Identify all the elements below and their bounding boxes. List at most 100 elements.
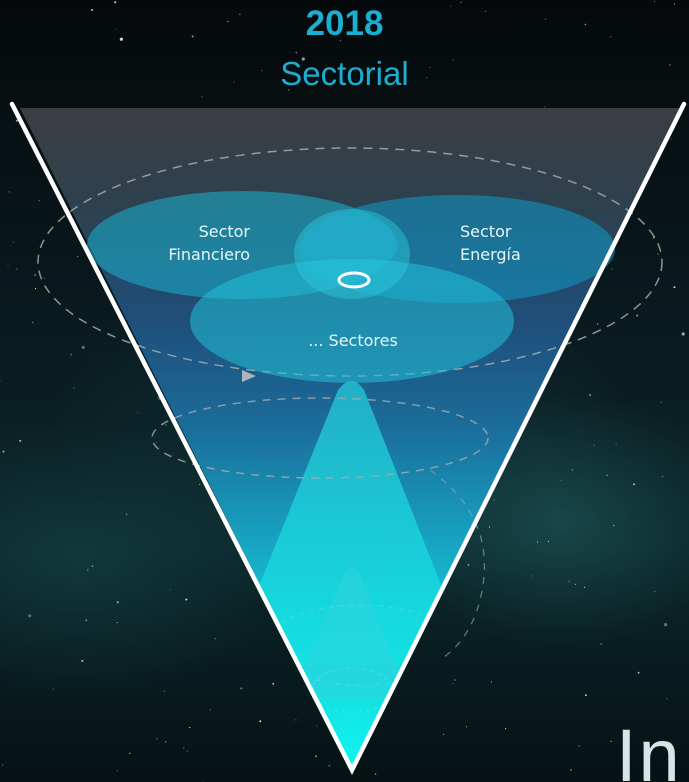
star-dot (488, 526, 491, 528)
star-dot (191, 35, 194, 38)
star-dot (240, 687, 243, 690)
star-dot (201, 96, 203, 98)
star-dot (381, 18, 383, 20)
star-dot (163, 690, 165, 693)
funnel-outline (9, 101, 687, 775)
star-dot (578, 745, 580, 747)
star-dot (116, 601, 119, 604)
star-dot (227, 20, 229, 23)
star-dot (70, 353, 73, 356)
star-dot (570, 768, 572, 771)
label-sector-financiero-1: Sector (199, 222, 251, 241)
star-dot (375, 773, 377, 775)
star-dot (597, 323, 599, 325)
star-dot (295, 719, 297, 721)
star-dot (454, 679, 456, 681)
star-dot (584, 694, 587, 697)
star-dot (19, 439, 22, 442)
star-dot (600, 643, 602, 645)
star-dot (169, 589, 171, 591)
star-dot (73, 387, 75, 389)
star-dot (1, 764, 4, 766)
inner-triangle-small (290, 567, 410, 700)
star-dot (593, 444, 595, 446)
star-dot (662, 475, 664, 477)
star-dot (547, 540, 550, 543)
star-dot (288, 89, 290, 91)
star-dot (116, 770, 118, 772)
star-dot (28, 614, 32, 618)
star-dot (189, 726, 191, 729)
star-dot (583, 586, 586, 588)
year-heading: 2018 (305, 4, 384, 43)
star-dot (574, 583, 577, 585)
star-dot (129, 752, 131, 755)
star-dot (214, 638, 216, 640)
star-dot (35, 288, 37, 290)
star-dot (155, 441, 157, 443)
star-dot (295, 51, 297, 54)
star-dot (653, 0, 656, 2)
star-dot (43, 277, 45, 279)
star-dot (2, 450, 5, 453)
star-dot (81, 345, 85, 349)
star-dot (536, 541, 539, 543)
venn-circle-sectores (190, 259, 514, 383)
star-dot (465, 726, 467, 728)
star-dot (165, 741, 167, 743)
star-dot (584, 23, 587, 25)
star-dot (314, 755, 317, 758)
star-dot (673, 3, 676, 5)
star-dot (7, 265, 9, 267)
star-dot (531, 575, 533, 577)
middle-orbit-ring (151, 397, 489, 479)
star-dot (339, 40, 341, 42)
star-dot (484, 10, 486, 12)
label-sector-financiero-2: Financiero (168, 245, 250, 264)
star-dot (610, 740, 612, 742)
venn-overlap-lens (294, 209, 410, 299)
star-dot (91, 565, 93, 567)
partial-heading-text: In (616, 714, 682, 782)
star-dot (85, 619, 88, 622)
star-dot (86, 568, 89, 571)
star-dot (81, 659, 84, 662)
star-dot (202, 780, 204, 782)
star-dot (34, 274, 36, 276)
star-dot (272, 682, 275, 685)
star-dot (654, 590, 656, 592)
star-dot (186, 750, 188, 752)
venn-core-ring (337, 271, 371, 289)
star-dot (490, 681, 492, 683)
star-dot (8, 191, 10, 193)
star-dot (116, 621, 118, 624)
star-dot (316, 725, 318, 727)
star-dot (467, 563, 470, 566)
star-dot (669, 63, 671, 66)
star-dot (119, 37, 123, 41)
star-dot (126, 513, 128, 515)
star-dot (544, 106, 546, 108)
star-dot (613, 524, 615, 527)
star-dot (0, 380, 1, 382)
orbit-arc-right (429, 469, 486, 661)
orbit-arrow-icon (242, 370, 256, 382)
star-dot (672, 768, 674, 770)
star-dot (589, 394, 592, 396)
inner-triangle-large (232, 381, 467, 666)
star-dot (185, 598, 188, 601)
star-dot (328, 764, 331, 767)
star-dot (16, 268, 18, 270)
star-dot (239, 13, 241, 15)
star-dot (568, 580, 570, 582)
star-dot (137, 412, 139, 414)
star-dot (505, 728, 507, 730)
star-dot (156, 738, 158, 740)
star-dot (544, 18, 547, 20)
star-dot (199, 483, 201, 485)
star-dot (452, 682, 454, 685)
star-dot (209, 709, 211, 711)
section-title: Sectorial (280, 55, 409, 92)
